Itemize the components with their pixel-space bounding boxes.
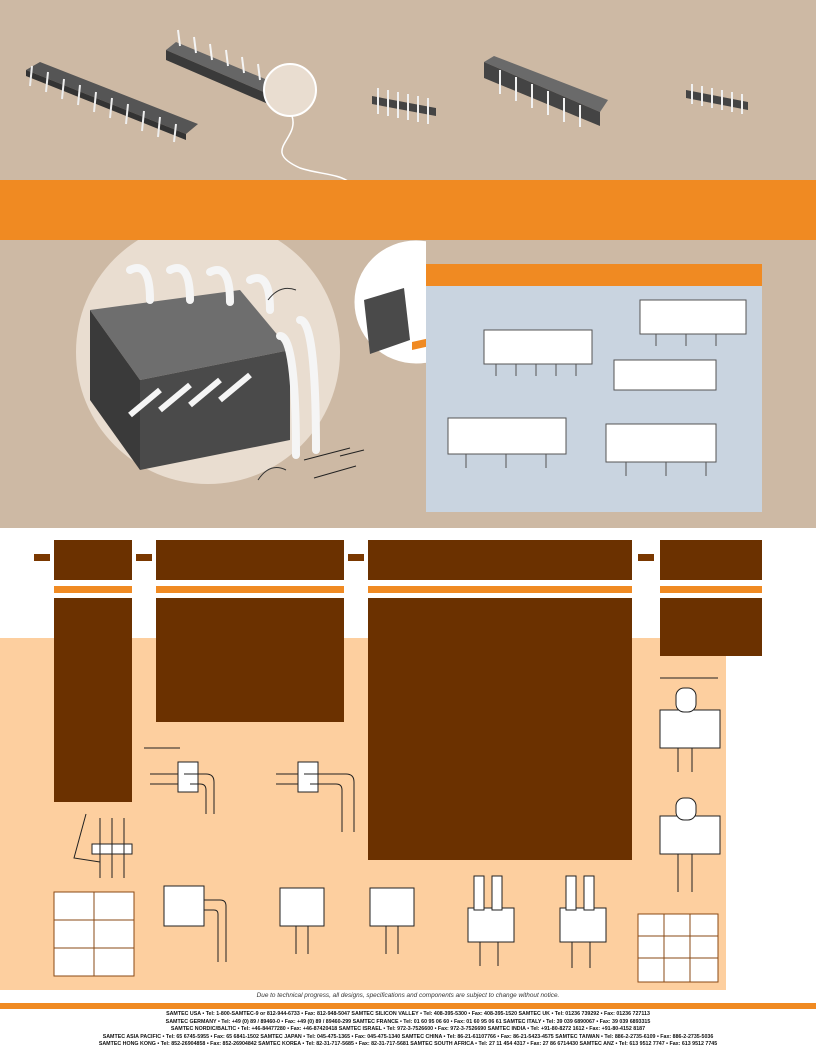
section-marker-4 [638, 554, 654, 561]
spec-column-2 [156, 598, 344, 722]
section-marker-1 [34, 554, 50, 561]
section-marker-3 [348, 554, 364, 561]
section-header-4 [660, 540, 762, 580]
footer-line: SAMTEC GERMANY • Tel: +49 (0) 89 / 89460… [165, 1018, 651, 1025]
footer-divider [0, 1003, 816, 1009]
footer-line: SAMTEC USA • Tel: 1-800-SAMTEC-9 or 812-… [166, 1011, 650, 1017]
section-bar-3 [368, 586, 632, 593]
disclaimer-text: Due to technical progress, all designs, … [256, 992, 560, 999]
footer-line: SAMTEC NORDIC/BALTIC • Tel: +46-84477280… [170, 1026, 646, 1033]
orange-title-band [0, 180, 816, 240]
section-header-2 [156, 540, 344, 580]
variants-panel-header [426, 264, 762, 286]
spec-column-3 [368, 598, 632, 860]
spec-column-4 [660, 598, 762, 656]
section-marker-2 [136, 554, 152, 561]
section-header-1 [54, 540, 132, 580]
footer-line: SAMTEC ASIA PACIFIC • Tel: 65 6745-5955 … [102, 1033, 714, 1040]
section-bar-1 [54, 586, 132, 593]
contact-footer: SAMTEC USA • Tel: 1-800-SAMTEC-9 or 812-… [0, 1011, 816, 1049]
section-header-3 [368, 540, 632, 580]
variants-panel [426, 286, 762, 512]
section-bar-2 [156, 586, 344, 593]
footer-line: SAMTEC HONG KONG • Tel: 852-26904858 • F… [98, 1041, 718, 1048]
spec-column-1 [54, 598, 132, 802]
section-bar-4 [660, 586, 762, 593]
top-product-band [0, 0, 816, 180]
